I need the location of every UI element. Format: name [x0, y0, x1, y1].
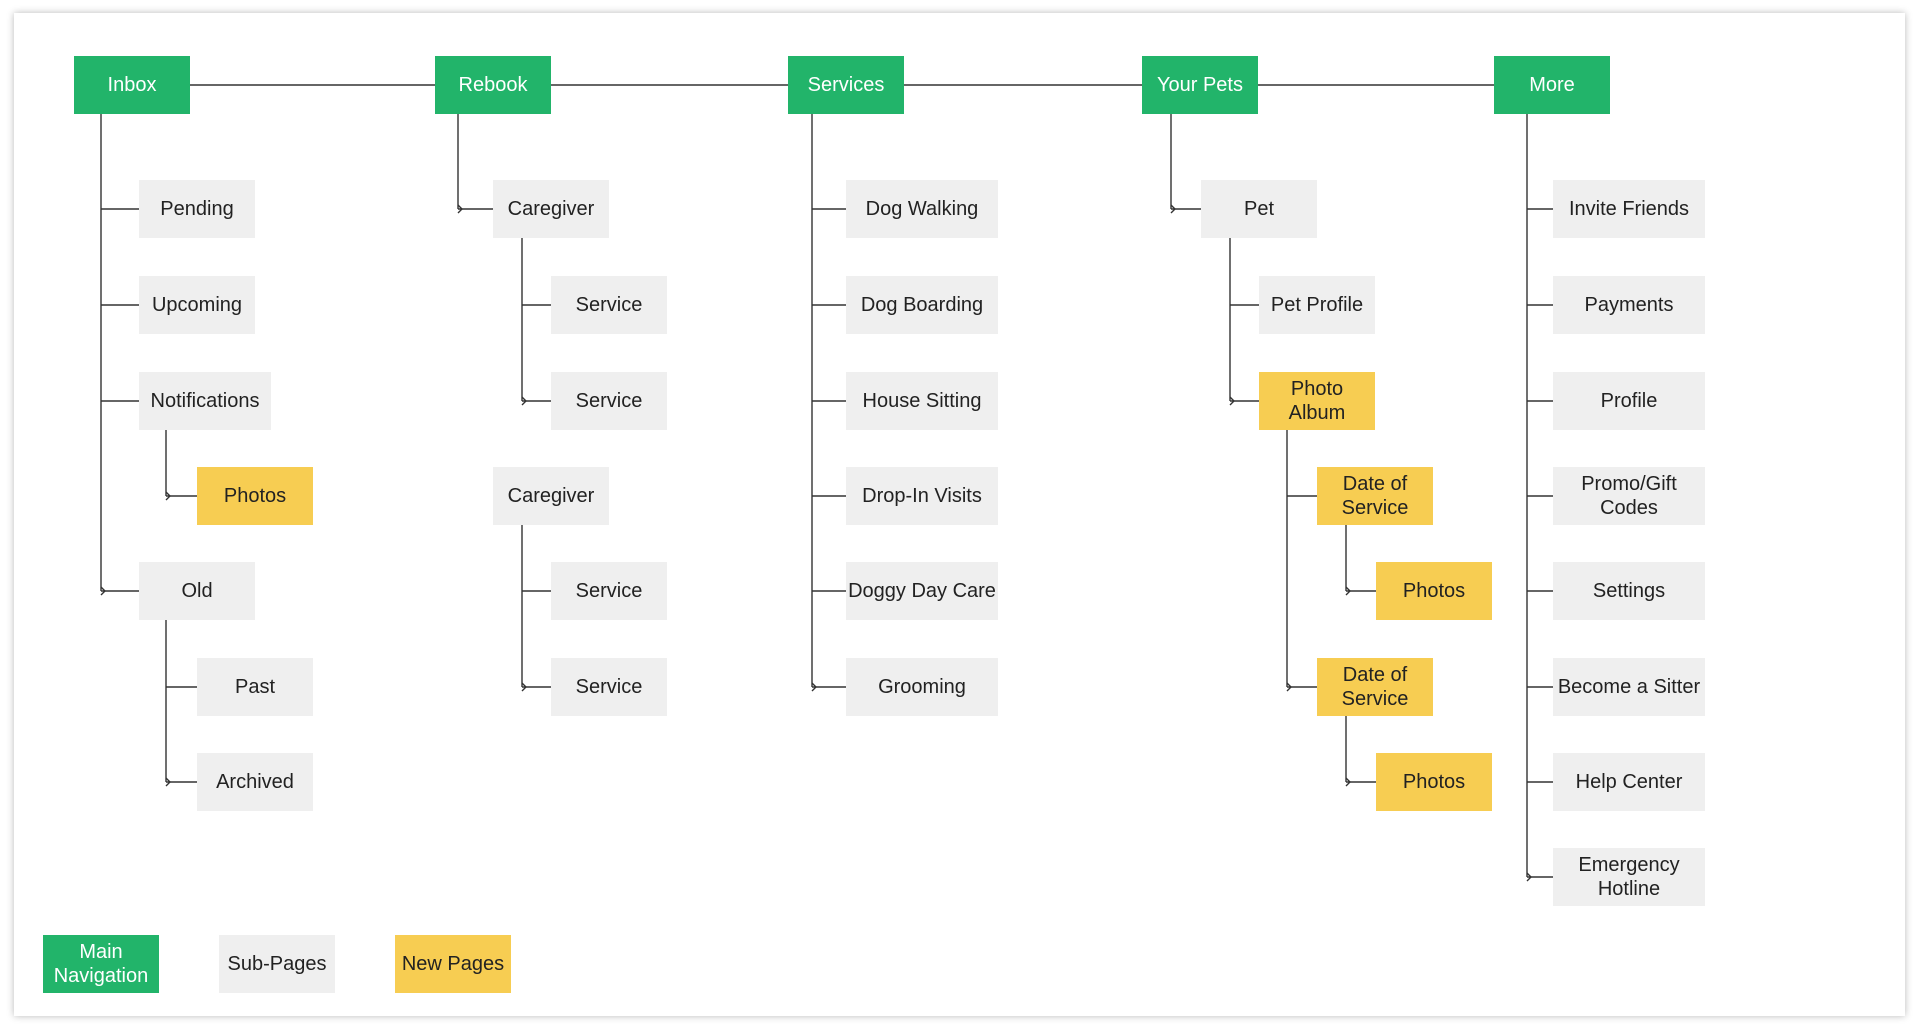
node-invite-friends: Invite Friends [1553, 180, 1705, 238]
arrow-head [521, 396, 527, 406]
node-date-of-service-1: Date of Service [1317, 467, 1433, 525]
node-more: More [1494, 56, 1610, 114]
node-settings: Settings [1553, 562, 1705, 620]
arrow-head [1229, 396, 1235, 406]
node-promo-gift-codes: Promo/Gift Codes [1553, 467, 1705, 525]
node-your-pets: Your Pets [1142, 56, 1258, 114]
node-album-photos-2: Photos [1376, 753, 1492, 811]
arrow-head [100, 586, 106, 596]
node-service-1: Service [551, 276, 667, 334]
node-legend-main: Main Navigation [43, 935, 159, 993]
arrow-head [1345, 777, 1351, 787]
node-pet-profile: Pet Profile [1259, 276, 1375, 334]
node-help-center: Help Center [1553, 753, 1705, 811]
arrow-head [1526, 872, 1532, 882]
node-emergency-hotline: Emergency Hotline [1553, 848, 1705, 906]
node-legend-new: New Pages [395, 935, 511, 993]
arrow-head [165, 777, 171, 787]
node-doggy-day-care: Doggy Day Care [846, 562, 998, 620]
arrow-head [1345, 586, 1351, 596]
node-archived: Archived [197, 753, 313, 811]
node-payments: Payments [1553, 276, 1705, 334]
node-house-sitting: House Sitting [846, 372, 998, 430]
node-services: Services [788, 56, 904, 114]
arrow-head [521, 682, 527, 692]
node-legend-sub: Sub-Pages [219, 935, 335, 993]
node-album-photos-1: Photos [1376, 562, 1492, 620]
node-past: Past [197, 658, 313, 716]
node-old: Old [139, 562, 255, 620]
node-notifications-photos: Photos [197, 467, 313, 525]
node-rebook: Rebook [435, 56, 551, 114]
node-inbox: Inbox [74, 56, 190, 114]
arrow-head [457, 204, 463, 214]
node-caregiver-2: Caregiver [493, 467, 609, 525]
node-pending: Pending [139, 180, 255, 238]
arrow-head [1170, 204, 1176, 214]
node-service-3: Service [551, 562, 667, 620]
node-notifications: Notifications [139, 372, 271, 430]
node-pet: Pet [1201, 180, 1317, 238]
arrow-head [1286, 682, 1292, 692]
arrow-head [165, 491, 171, 501]
node-become-a-sitter: Become a Sitter [1553, 658, 1705, 716]
node-grooming: Grooming [846, 658, 998, 716]
node-drop-in-visits: Drop-In Visits [846, 467, 998, 525]
node-service-2: Service [551, 372, 667, 430]
node-upcoming: Upcoming [139, 276, 255, 334]
arrow-head [811, 682, 817, 692]
node-dog-walking: Dog Walking [846, 180, 998, 238]
node-dog-boarding: Dog Boarding [846, 276, 998, 334]
node-service-4: Service [551, 658, 667, 716]
node-profile: Profile [1553, 372, 1705, 430]
node-photo-album: Photo Album [1259, 372, 1375, 430]
node-caregiver-1: Caregiver [493, 180, 609, 238]
node-date-of-service-2: Date of Service [1317, 658, 1433, 716]
